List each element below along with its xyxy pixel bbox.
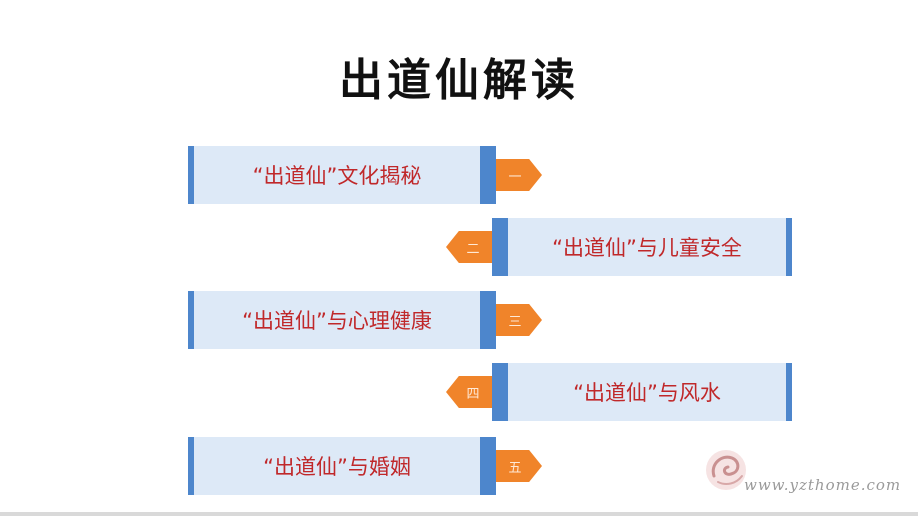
item-number: 一 [508, 169, 522, 185]
arrow-right-icon: 五 [496, 450, 542, 482]
item-label: “出道仙”与婚姻 [263, 455, 411, 479]
item-box: “出道仙”与风水 [508, 363, 786, 421]
item-box: “出道仙”与心理健康 [194, 291, 480, 349]
left-accent-bar [188, 291, 194, 349]
arrow-left-icon: 二 [446, 231, 492, 263]
item-number: 二 [466, 241, 480, 257]
list-item: “出道仙”与心理健康 三 [188, 291, 558, 349]
item-box: “出道仙”与婚姻 [194, 437, 480, 495]
item-number: 三 [508, 314, 522, 330]
item-box: “出道仙”文化揭秘 [194, 146, 480, 204]
slide-title: 出道仙解读 [339, 55, 579, 106]
arrow-right-icon: 一 [496, 159, 542, 191]
right-accent-bar [786, 363, 792, 421]
right-accent-bar [480, 146, 496, 204]
watermark-logo-icon [706, 450, 746, 490]
list-item: “出道仙”与婚姻 五 [188, 437, 558, 495]
list-item: “出道仙”文化揭秘 一 [188, 146, 558, 204]
right-accent-bar [480, 291, 496, 349]
left-accent-bar [188, 437, 194, 495]
item-label: “出道仙”文化揭秘 [252, 164, 422, 188]
item-label: “出道仙”与心理健康 [242, 309, 432, 333]
item-box: “出道仙”与儿童安全 [508, 218, 786, 276]
right-accent-bar [786, 218, 792, 276]
right-accent-bar [480, 437, 496, 495]
arrow-left-icon: 四 [446, 376, 492, 408]
item-label: “出道仙”与儿童安全 [552, 236, 742, 260]
bottom-divider [0, 512, 918, 516]
watermark-text: www.yzthome.com [744, 476, 902, 494]
list-item: 四 “出道仙”与风水 [446, 363, 796, 421]
left-accent-bar [188, 146, 194, 204]
item-number: 五 [508, 460, 522, 476]
left-accent-bar [492, 363, 508, 421]
item-label: “出道仙”与风水 [573, 381, 721, 405]
left-accent-bar [492, 218, 508, 276]
item-number: 四 [466, 386, 480, 402]
arrow-right-icon: 三 [496, 304, 542, 336]
list-item: 二 “出道仙”与儿童安全 [446, 218, 796, 276]
